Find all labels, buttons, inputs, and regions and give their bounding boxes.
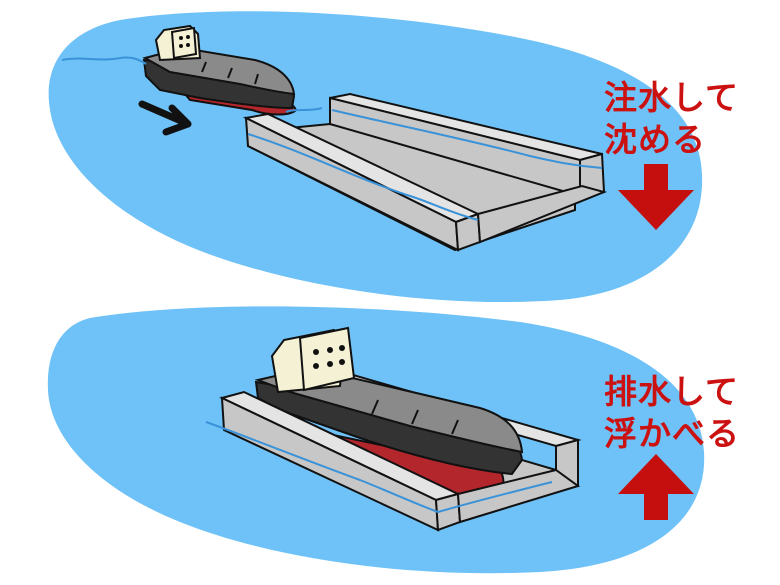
dock-top [242, 92, 608, 252]
ship-bottom-deck-line-1 [371, 399, 379, 415]
ship-bottom-window [339, 359, 345, 365]
ship-bottom-window [327, 347, 333, 353]
ship-top-window [186, 35, 190, 39]
panel-bottom [47, 306, 705, 574]
waterline [61, 56, 147, 65]
caption-float-line2: 浮かべる [604, 414, 740, 453]
waterline [205, 421, 439, 513]
dock-top-end-face [476, 184, 608, 244]
waterline [437, 481, 553, 513]
caption-float-line1: 排水して [604, 372, 740, 411]
ship-bottom-deck-line-3 [451, 419, 459, 435]
ship-bottom-superstructure-face [298, 326, 356, 392]
sink-arrow-icon [618, 164, 694, 230]
ship-top-deck-line-1 [201, 61, 207, 73]
ship-bottom-window [313, 349, 319, 355]
ship-bottom-window [327, 361, 333, 367]
float-arrow-icon [618, 454, 694, 520]
ship-top-window [186, 43, 190, 47]
ship-top-superstructure-face [170, 26, 198, 60]
ship-top-windows [179, 35, 190, 48]
caption-sink-line1: 注水して [604, 78, 740, 117]
waterline [285, 107, 323, 113]
ship-top [142, 24, 298, 116]
panel-top [48, 11, 703, 303]
ship-bottom-windows [313, 345, 345, 369]
caption-sink-line2: 沈める [604, 120, 706, 159]
ship-top-deck-line-2 [227, 67, 233, 79]
ship-top-window [179, 44, 183, 48]
ship-bottom-deck [254, 366, 524, 454]
water-lines-bottom [205, 421, 553, 513]
ship-top-window [179, 36, 183, 40]
ship-bottom-deck-line-2 [411, 409, 419, 425]
waterline [247, 133, 479, 221]
waterline [331, 109, 603, 169]
ship-top-deck-line-3 [254, 73, 259, 85]
motion-arrow-icon [138, 100, 192, 136]
dock-bottom-front [219, 390, 581, 532]
ship-bottom [254, 326, 524, 502]
ship-bottom-window [339, 345, 345, 351]
ship-bottom-window [313, 363, 319, 369]
water-lines-top [61, 56, 603, 221]
